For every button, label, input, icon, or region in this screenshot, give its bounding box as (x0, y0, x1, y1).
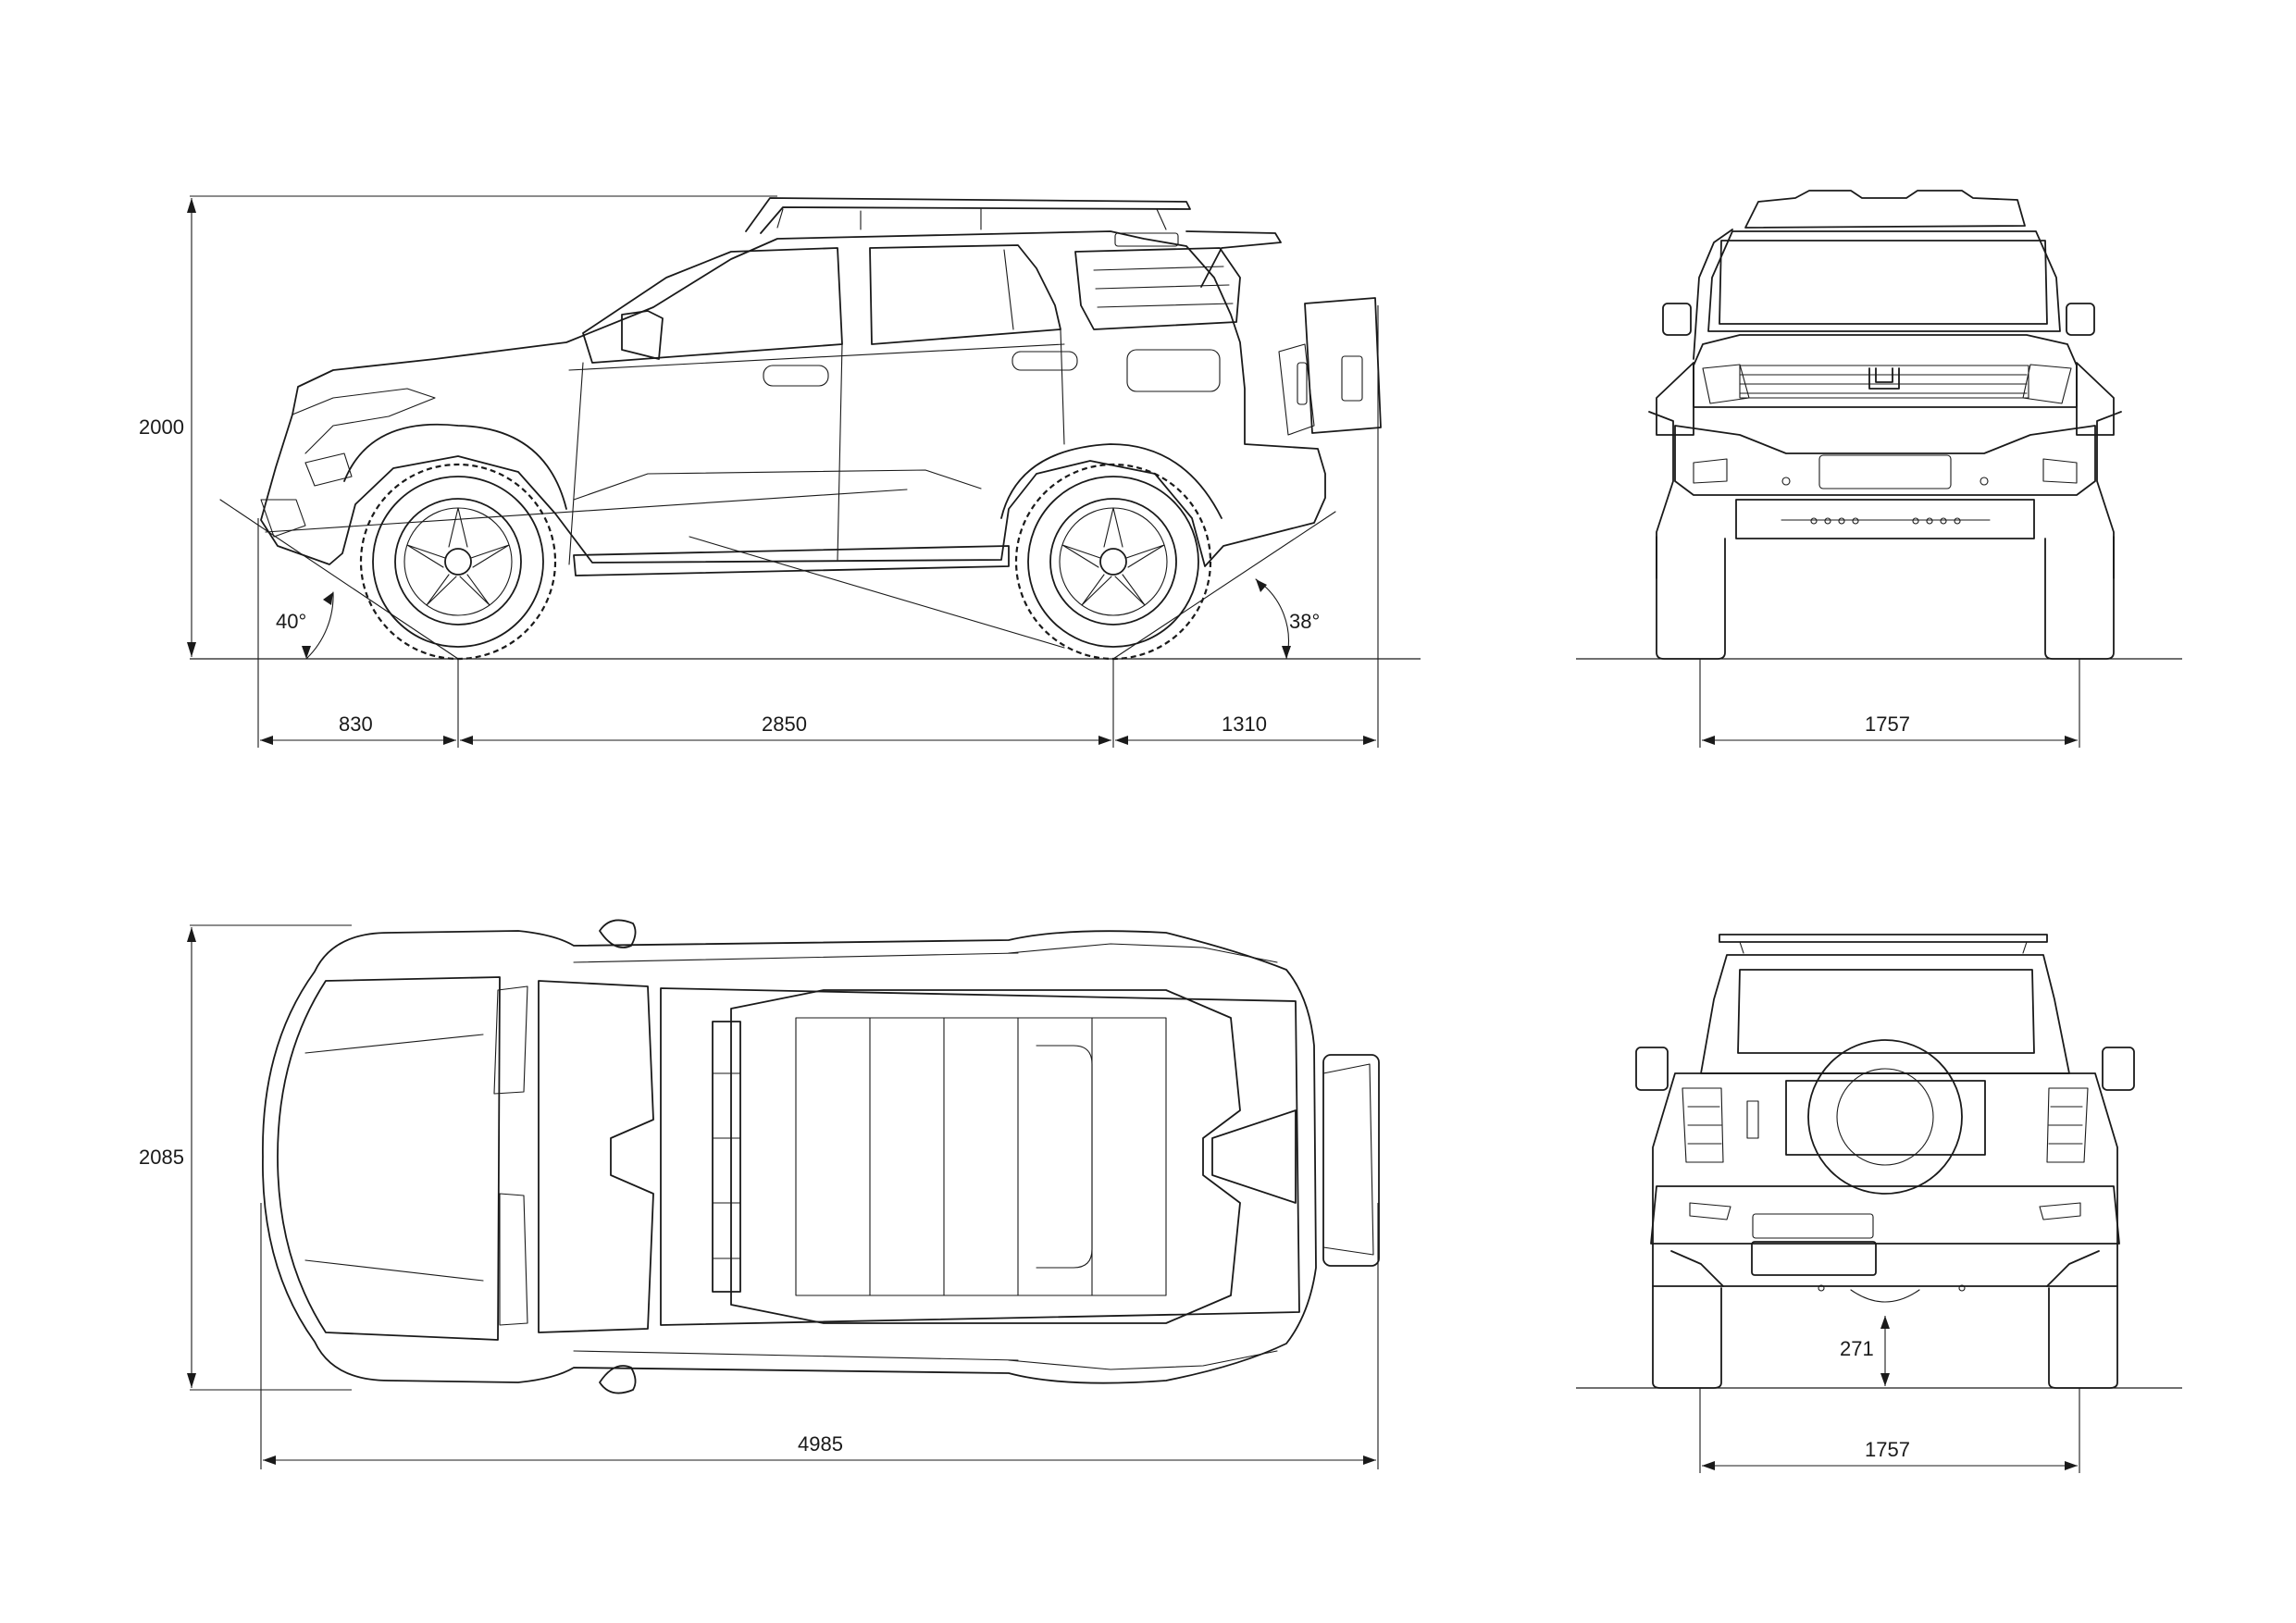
approach-angle-label: 40° (276, 610, 306, 633)
width-dimension: 2085 (139, 927, 196, 1388)
breakover-line-front (265, 489, 908, 533)
length-dimension: 4985 (263, 1432, 1376, 1465)
front-overhang-dimension: 830 (260, 712, 456, 745)
height-label: 2000 (139, 415, 184, 439)
rear-vehicle-outline (1635, 934, 2135, 1389)
front-vehicle-outline (1648, 190, 2122, 660)
front-track-label: 1757 (1865, 712, 1910, 736)
rear-overhang-dimension: 1310 (1115, 712, 1376, 745)
ground-clearance-dimension: 271 (1840, 1316, 1890, 1386)
side-view: 2000 830 2850 1310 (139, 195, 1421, 748)
top-vehicle-outline (262, 919, 1380, 1394)
rear-view: 271 1757 (1576, 934, 2182, 1473)
rear-overhang-label: 1310 (1222, 712, 1267, 736)
rear-wheel (1014, 463, 1212, 661)
front-track-dimension: 1757 (1702, 712, 2078, 745)
wheelbase-dimension: 2850 (460, 712, 1111, 745)
ground-clearance-label: 271 (1840, 1337, 1874, 1360)
approach-angle-indicator: 40° (219, 499, 459, 660)
wheelbase-label: 2850 (762, 712, 807, 736)
front-view: 1757 (1576, 190, 2182, 748)
height-dimension: 2000 (139, 198, 196, 657)
rear-track-label: 1757 (1865, 1438, 1910, 1461)
front-overhang-label: 830 (339, 712, 373, 736)
side-vehicle-outline (260, 197, 1382, 576)
front-wheel (359, 463, 557, 661)
top-view: 2085 4985 (139, 919, 1380, 1469)
length-label: 4985 (798, 1432, 843, 1456)
width-label: 2085 (139, 1146, 184, 1169)
rear-track-dimension: 1757 (1702, 1438, 2078, 1470)
departure-angle-label: 38° (1289, 610, 1320, 633)
departure-angle-indicator: 38° (1112, 511, 1336, 660)
breakover-line-rear (689, 536, 1065, 649)
